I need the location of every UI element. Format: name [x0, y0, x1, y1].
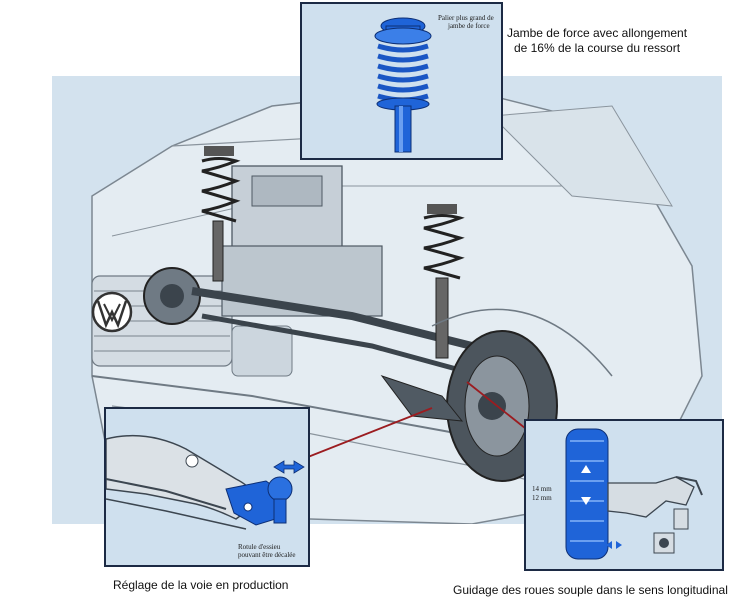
- caption-wheel-guidance: Guidage des roues souple dans le sens lo…: [453, 583, 728, 597]
- right-strut: [423, 204, 465, 359]
- balljoint-label: Rotule d'essieu pouvant être décalée: [238, 543, 296, 559]
- strut-drawing: [374, 17, 432, 153]
- strut-label: Palier plus grand de jambe de force: [438, 14, 494, 30]
- wheel-label-14mm: 14 mm: [532, 485, 552, 493]
- caption-strut: Jambe de force avec allongement de 16% d…: [506, 26, 688, 55]
- inset-wheel-guidance: 14 mm 12 mm: [524, 419, 724, 571]
- inset-strut: Palier plus grand de jambe de force: [300, 2, 503, 160]
- caption-balljoint: Réglage de la voie en production: [113, 578, 289, 592]
- control-arm-drawing: [106, 434, 305, 530]
- wheel-label-12mm: 12 mm: [532, 494, 552, 502]
- left-strut: [201, 146, 241, 282]
- vw-logo: [91, 291, 133, 333]
- inset-balljoint: Rotule d'essieu pouvant être décalée: [104, 407, 310, 567]
- wheel-guidance-drawing: [565, 428, 703, 560]
